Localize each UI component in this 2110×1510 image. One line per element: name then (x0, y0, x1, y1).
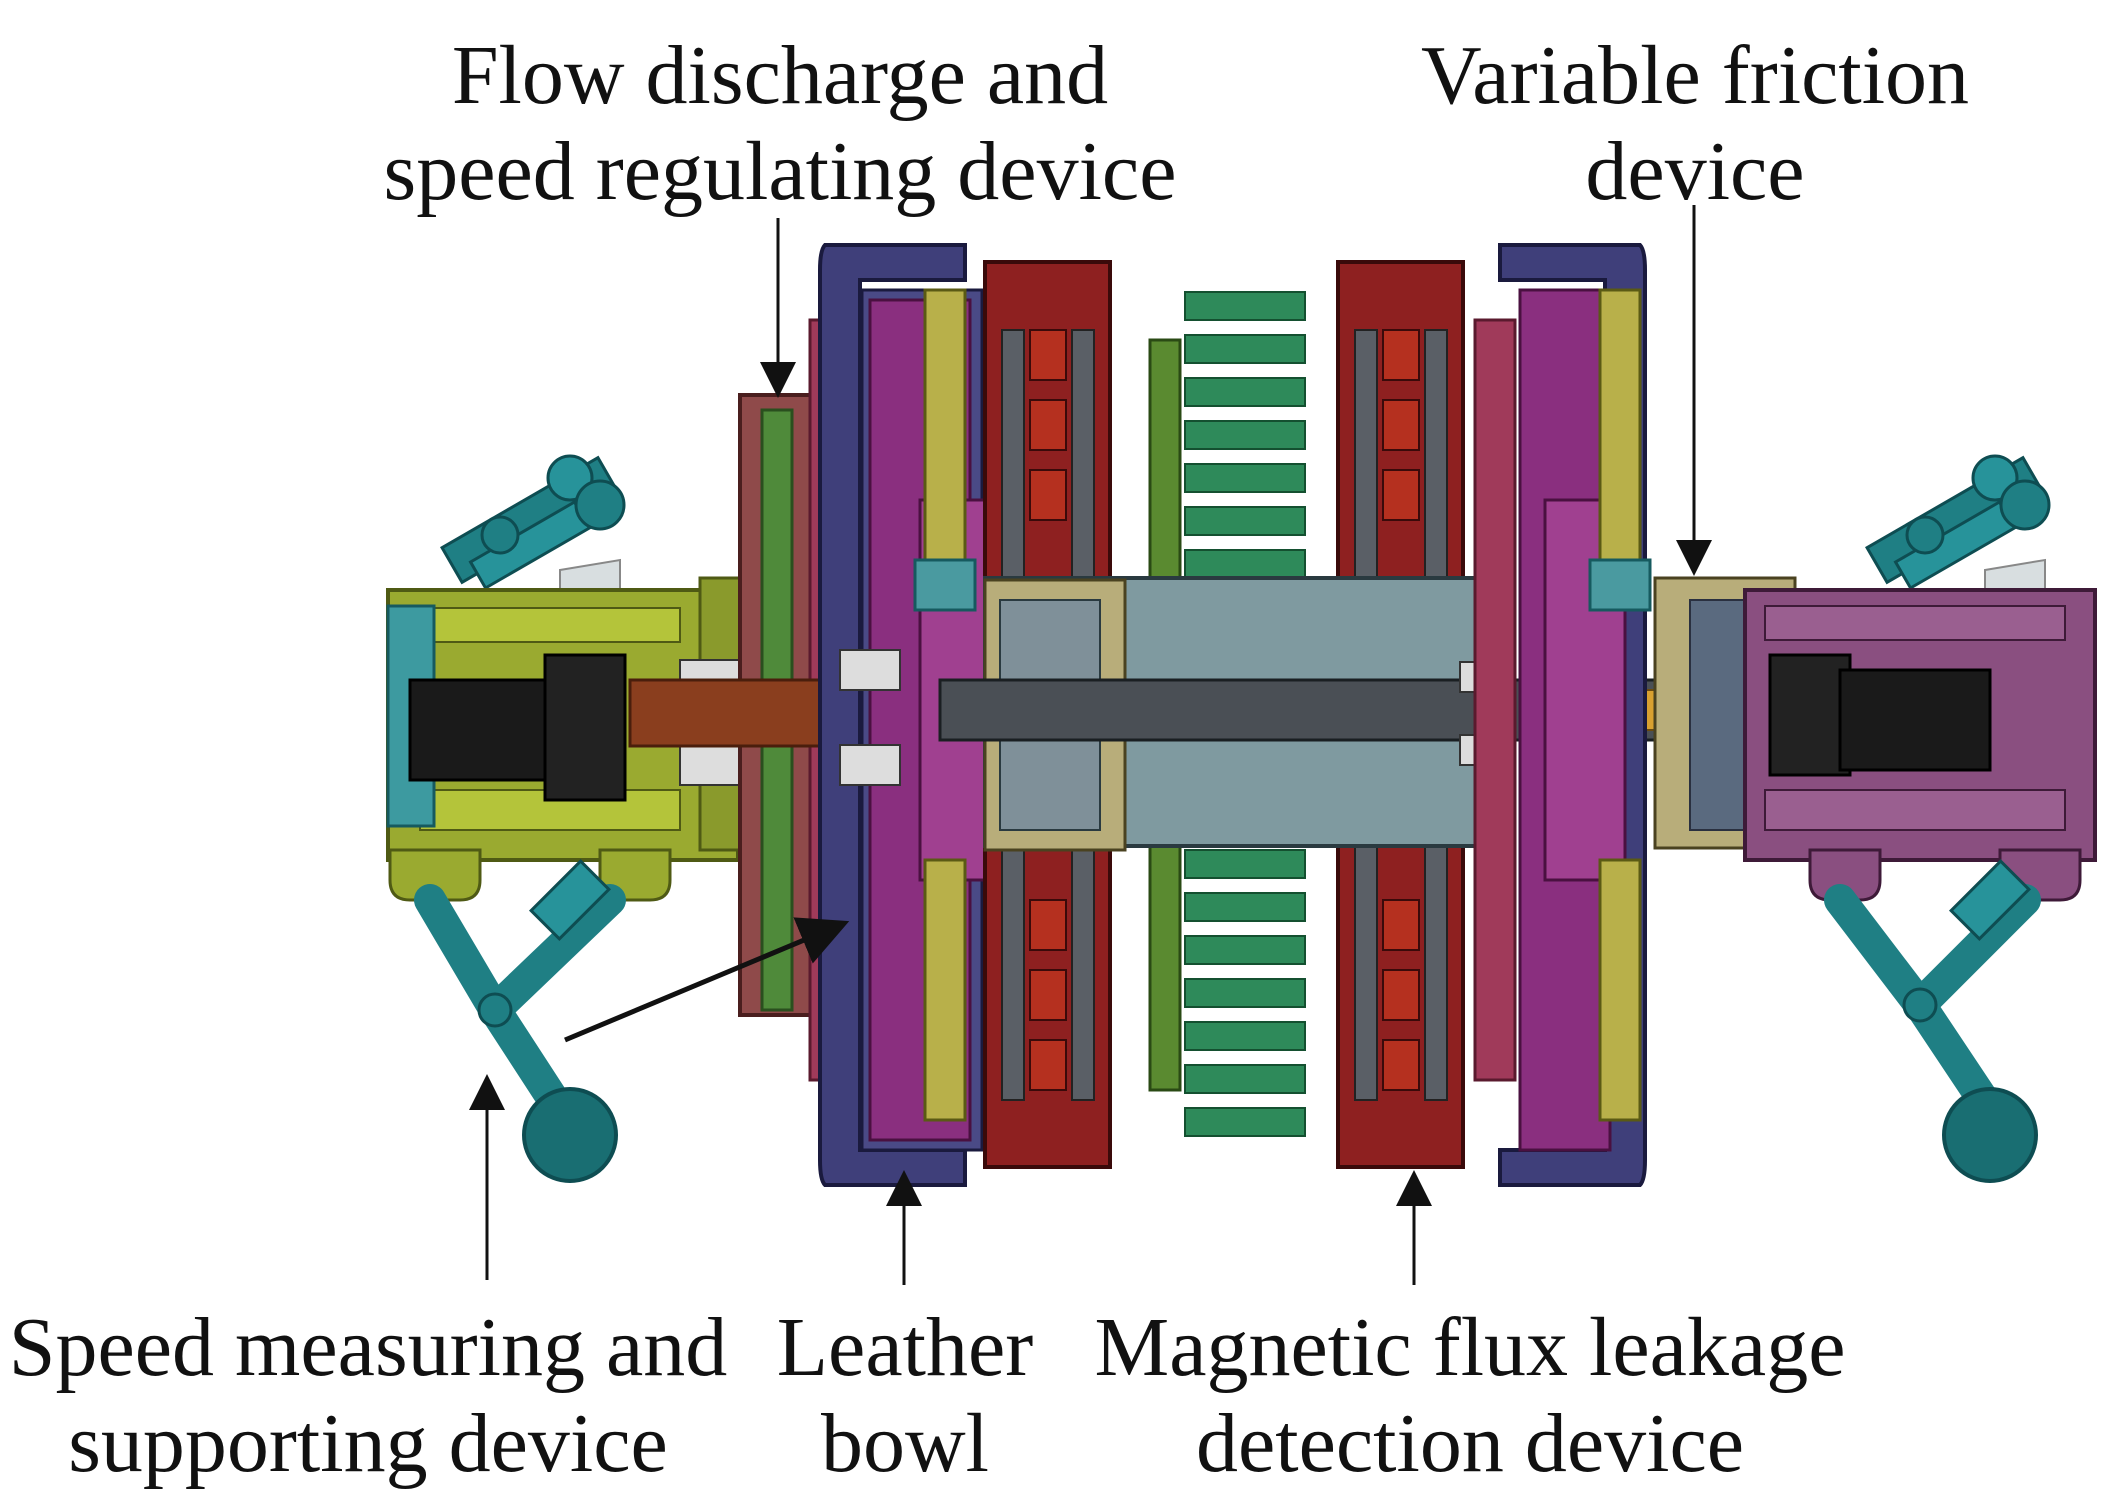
arrow-diagonal (564, 917, 850, 1043)
label-magnetic-flux-line2: detection device (1195, 1397, 1745, 1490)
label-magnetic-flux: Magnetic flux leakage detection device (1085, 1300, 1855, 1492)
label-flow-discharge-line2: speed regulating device (383, 125, 1177, 218)
label-variable-friction-line1: Variable friction (1420, 29, 1970, 122)
speed-measuring-device-left (386, 454, 742, 1183)
label-flow-discharge: Flow discharge and speed regulating devi… (380, 28, 1180, 220)
label-speed-measuring: Speed measuring and supporting device (8, 1300, 728, 1492)
speed-measuring-device-right (1743, 454, 2097, 1183)
label-speed-measuring-line1: Speed measuring and (8, 1301, 728, 1394)
label-magnetic-flux-line1: Magnetic flux leakage (1094, 1301, 1846, 1394)
label-flow-discharge-line1: Flow discharge and (451, 29, 1109, 122)
label-variable-friction: Variable friction device (1400, 28, 1990, 220)
label-leather-bowl-line1: Leather (776, 1301, 1034, 1394)
label-leather-bowl-line2: bowl (821, 1397, 989, 1490)
leather-bowl-right (1473, 243, 1652, 1187)
label-variable-friction-line2: device (1585, 125, 1805, 218)
annotation-arrows (469, 205, 1712, 1285)
label-speed-measuring-line2: supporting device (68, 1397, 668, 1490)
label-leather-bowl: Leather bowl (760, 1300, 1050, 1492)
